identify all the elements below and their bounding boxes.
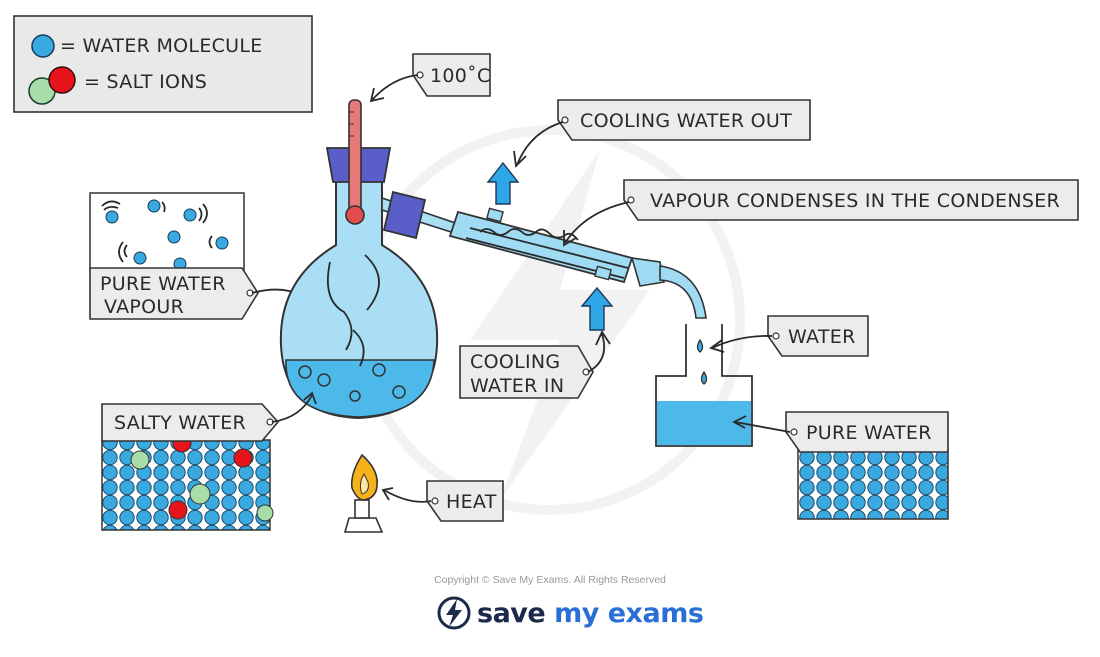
vapour-molecules-inset (89, 192, 245, 272)
pure-water-vapour-label-2: VAPOUR (104, 296, 184, 318)
tag-pure-water: PURE WATER (732, 411, 949, 453)
salt-ion-red-key-icon (48, 66, 76, 94)
cooling-water-in-label: COOLING (470, 351, 560, 373)
brand-word-save: save (477, 597, 546, 629)
lightning-bolt-logo-icon (437, 596, 471, 630)
tag-cooling-water-in: COOLING WATER IN (459, 330, 611, 399)
vapour-condenses-label: VAPOUR CONDENSES IN THE CONDENSER (650, 190, 1060, 212)
cooling-water-out-label: COOLING WATER OUT (580, 110, 792, 132)
tag-pure-water-vapour: PURE WATER VAPOUR (89, 267, 325, 320)
salty-water-label: SALTY WATER (114, 412, 246, 434)
pure-water-label: PURE WATER (806, 422, 932, 444)
brand-name: save my exams (477, 597, 704, 629)
legend-water-molecule: = WATER MOLECULE (60, 35, 263, 57)
pure-water-vapour-label: PURE WATER (100, 273, 226, 295)
salty-water-molecules-inset (101, 433, 274, 531)
tag-water: WATER (709, 315, 869, 357)
heat-label: HEAT (446, 491, 497, 513)
legend-salt-ions: = SALT IONS (84, 71, 207, 93)
cooling-out-arrow (486, 161, 520, 205)
legend: = WATER MOLECULE = SALT IONS (13, 15, 313, 113)
tag-cooling-water-out: COOLING WATER OUT (513, 99, 811, 168)
tag-vapour-condenses: VAPOUR CONDENSES IN THE CONDENSER (563, 179, 1079, 247)
temperature-label: 100˚C (430, 65, 491, 87)
tag-salty-water: SALTY WATER (101, 391, 317, 442)
brand-logo[interactable]: save my exams (437, 596, 704, 630)
water-molecule-key-icon (31, 34, 55, 58)
condenser (448, 207, 707, 319)
bunsen-burner (343, 453, 384, 533)
water-label: WATER (788, 326, 856, 348)
brand-word-myexams: my exams (554, 597, 704, 629)
cooling-water-in-label-2: WATER IN (470, 375, 564, 397)
copyright-notice: Copyright © Save My Exams. All Rights Re… (434, 574, 666, 586)
tag-temperature: 100˚C (369, 53, 491, 103)
cooling-in-arrow (580, 286, 614, 331)
tag-heat: HEAT (381, 480, 504, 522)
pure-water-molecules-inset (797, 448, 949, 520)
round-bottom-flask (279, 99, 471, 420)
